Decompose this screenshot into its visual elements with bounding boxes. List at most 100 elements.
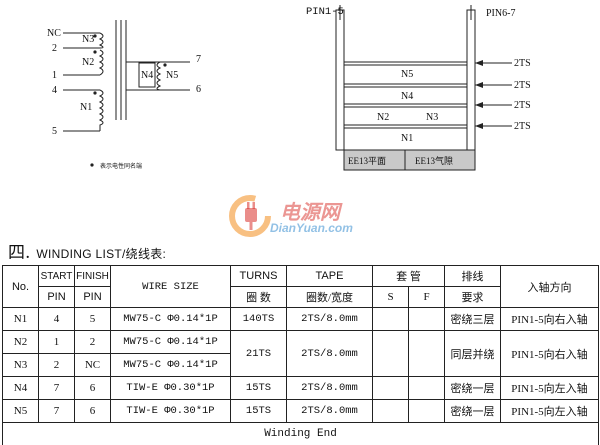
- cell-finish: 6: [75, 400, 111, 423]
- cell-turns: 21TS: [231, 331, 287, 377]
- footer-row: Winding End: [3, 423, 599, 445]
- winding-label-n4: N4: [141, 70, 153, 81]
- pin-label-6: 6: [196, 84, 201, 95]
- table-row: N5 7 6 TIW-E Φ0.30*1P 15TS 2TS/8.0mm 密绕一…: [3, 400, 599, 423]
- cell-direction: PIN1-5向右入轴: [501, 308, 599, 331]
- cell-method: 密绕一层: [445, 377, 501, 400]
- watermark-en: DianYuan.com: [270, 221, 353, 235]
- header-sleeve-f: F: [409, 287, 445, 308]
- pin-label-4: 4: [52, 85, 57, 96]
- header-row: No. START FINISH WIRE SIZE TURNS TAPE 套 …: [3, 266, 599, 287]
- cell-wire: MW75-C Φ0.14*1P: [111, 331, 231, 354]
- cell-start: 2: [39, 354, 75, 377]
- table-row: N1 4 5 MW75-C Φ0.14*1P 140TS 2TS/8.0mm 密…: [3, 308, 599, 331]
- cell-no: N4: [3, 377, 39, 400]
- header-sleeve: 套 管: [373, 266, 445, 287]
- pin-label-2: 2: [52, 43, 57, 54]
- pin-label-5: 5: [52, 126, 57, 137]
- layer-n4: N4: [401, 91, 413, 102]
- header-method: 排线: [445, 266, 501, 287]
- layer-n2: N2: [377, 112, 389, 123]
- cell-turns: 15TS: [231, 400, 287, 423]
- cell-finish: 2: [75, 331, 111, 354]
- core-right-label: EE13气隙: [415, 155, 453, 166]
- section-title: WINDING LIST/绕线表:: [36, 245, 166, 262]
- cell-direction: PIN1-5向左入轴: [501, 400, 599, 423]
- cell-direction: PIN1-5向右入轴: [501, 331, 599, 377]
- winding-label-n3: N3: [82, 34, 94, 45]
- core-left-label: EE13平面: [348, 156, 386, 166]
- layer-n5: N5: [401, 69, 413, 80]
- header-finish-pin: PIN: [75, 287, 111, 308]
- winding-label-n2: N2: [82, 57, 94, 68]
- dot-note: 表示电性同名端: [100, 162, 142, 170]
- cell-finish: NC: [75, 354, 111, 377]
- pin-right-label: PIN6-7: [486, 8, 515, 19]
- cell-start: 1: [39, 331, 75, 354]
- layer-n1: N1: [401, 133, 413, 144]
- section-number: 四.: [8, 238, 30, 263]
- cell-s: [373, 308, 409, 331]
- cell-direction: PIN1-5向左入轴: [501, 377, 599, 400]
- winding-structure-diagram: PIN1-5 PIN6-7 N5 N4 N2 N3 N1 2TS 2TS 2TS…: [300, 0, 600, 180]
- tape-label: 2TS: [514, 58, 531, 69]
- header-no: No.: [3, 266, 39, 308]
- layer-n3: N3: [426, 112, 438, 123]
- watermark-logo: 电源网 DianYuan.com: [228, 194, 388, 238]
- header-turns-cn: 圈 数: [231, 287, 287, 308]
- cell-turns: 15TS: [231, 377, 287, 400]
- tape-label: 2TS: [514, 121, 531, 132]
- tape-label: 2TS: [514, 80, 531, 91]
- cell-no: N3: [3, 354, 39, 377]
- cell-f: [409, 308, 445, 331]
- cell-method: 密绕三层: [445, 308, 501, 331]
- winding-label-n5: N5: [166, 70, 178, 81]
- cell-tape: 2TS/8.0mm: [287, 308, 373, 331]
- header-finish: FINISH: [75, 266, 111, 287]
- header-method-cn: 要求: [445, 287, 501, 308]
- cell-s: [373, 400, 409, 423]
- header-tape: TAPE: [287, 266, 373, 287]
- cell-finish: 5: [75, 308, 111, 331]
- cell-tape: 2TS/8.0mm: [287, 377, 373, 400]
- cell-wire: TIW-E Φ0.30*1P: [111, 377, 231, 400]
- winding-label-n1: N1: [80, 102, 92, 113]
- tape-label: 2TS: [514, 100, 531, 111]
- cell-no: N2: [3, 331, 39, 354]
- cell-wire: MW75-C Φ0.14*1P: [111, 354, 231, 377]
- cell-start: 4: [39, 308, 75, 331]
- header-sleeve-s: S: [373, 287, 409, 308]
- cell-tape: 2TS/8.0mm: [287, 331, 373, 377]
- header-start: START: [39, 266, 75, 287]
- plug-icon: [228, 194, 274, 238]
- transformer-schematic: NC 2 1 4 5 7 6 N3 N2 N1 N4 N5 表示电性同名端: [0, 0, 300, 180]
- cell-f: [409, 377, 445, 400]
- cell-wire: MW75-C Φ0.14*1P: [111, 308, 231, 331]
- header-tape-cn: 圈数/宽度: [287, 287, 373, 308]
- cell-f: [409, 331, 445, 377]
- cell-no: N1: [3, 308, 39, 331]
- section-heading: 四. WINDING LIST/绕线表:: [8, 238, 166, 260]
- cell-s: [373, 377, 409, 400]
- cell-method: 密绕一层: [445, 400, 501, 423]
- header-turns: TURNS: [231, 266, 287, 287]
- header-wire-size: WIRE SIZE: [111, 266, 231, 308]
- cell-wire: TIW-E Φ0.30*1P: [111, 400, 231, 423]
- cell-start: 7: [39, 377, 75, 400]
- cell-turns: 140TS: [231, 308, 287, 331]
- pin-label-7: 7: [196, 54, 201, 65]
- cell-no: N5: [3, 400, 39, 423]
- cell-tape: 2TS/8.0mm: [287, 400, 373, 423]
- table-row: N2 1 2 MW75-C Φ0.14*1P 21TS 2TS/8.0mm 同层…: [3, 331, 599, 354]
- cell-f: [409, 400, 445, 423]
- winding-table: No. START FINISH WIRE SIZE TURNS TAPE 套 …: [2, 265, 599, 445]
- pin-left-label: PIN1-5: [306, 6, 344, 18]
- pin-label-nc: NC: [47, 28, 61, 39]
- header-start-pin: PIN: [39, 287, 75, 308]
- cell-start: 7: [39, 400, 75, 423]
- pin-label-1: 1: [52, 70, 57, 81]
- header-direction: 入轴方向: [501, 266, 599, 308]
- winding-end-label: Winding End: [3, 423, 599, 445]
- cell-finish: 6: [75, 377, 111, 400]
- cell-s: [373, 331, 409, 377]
